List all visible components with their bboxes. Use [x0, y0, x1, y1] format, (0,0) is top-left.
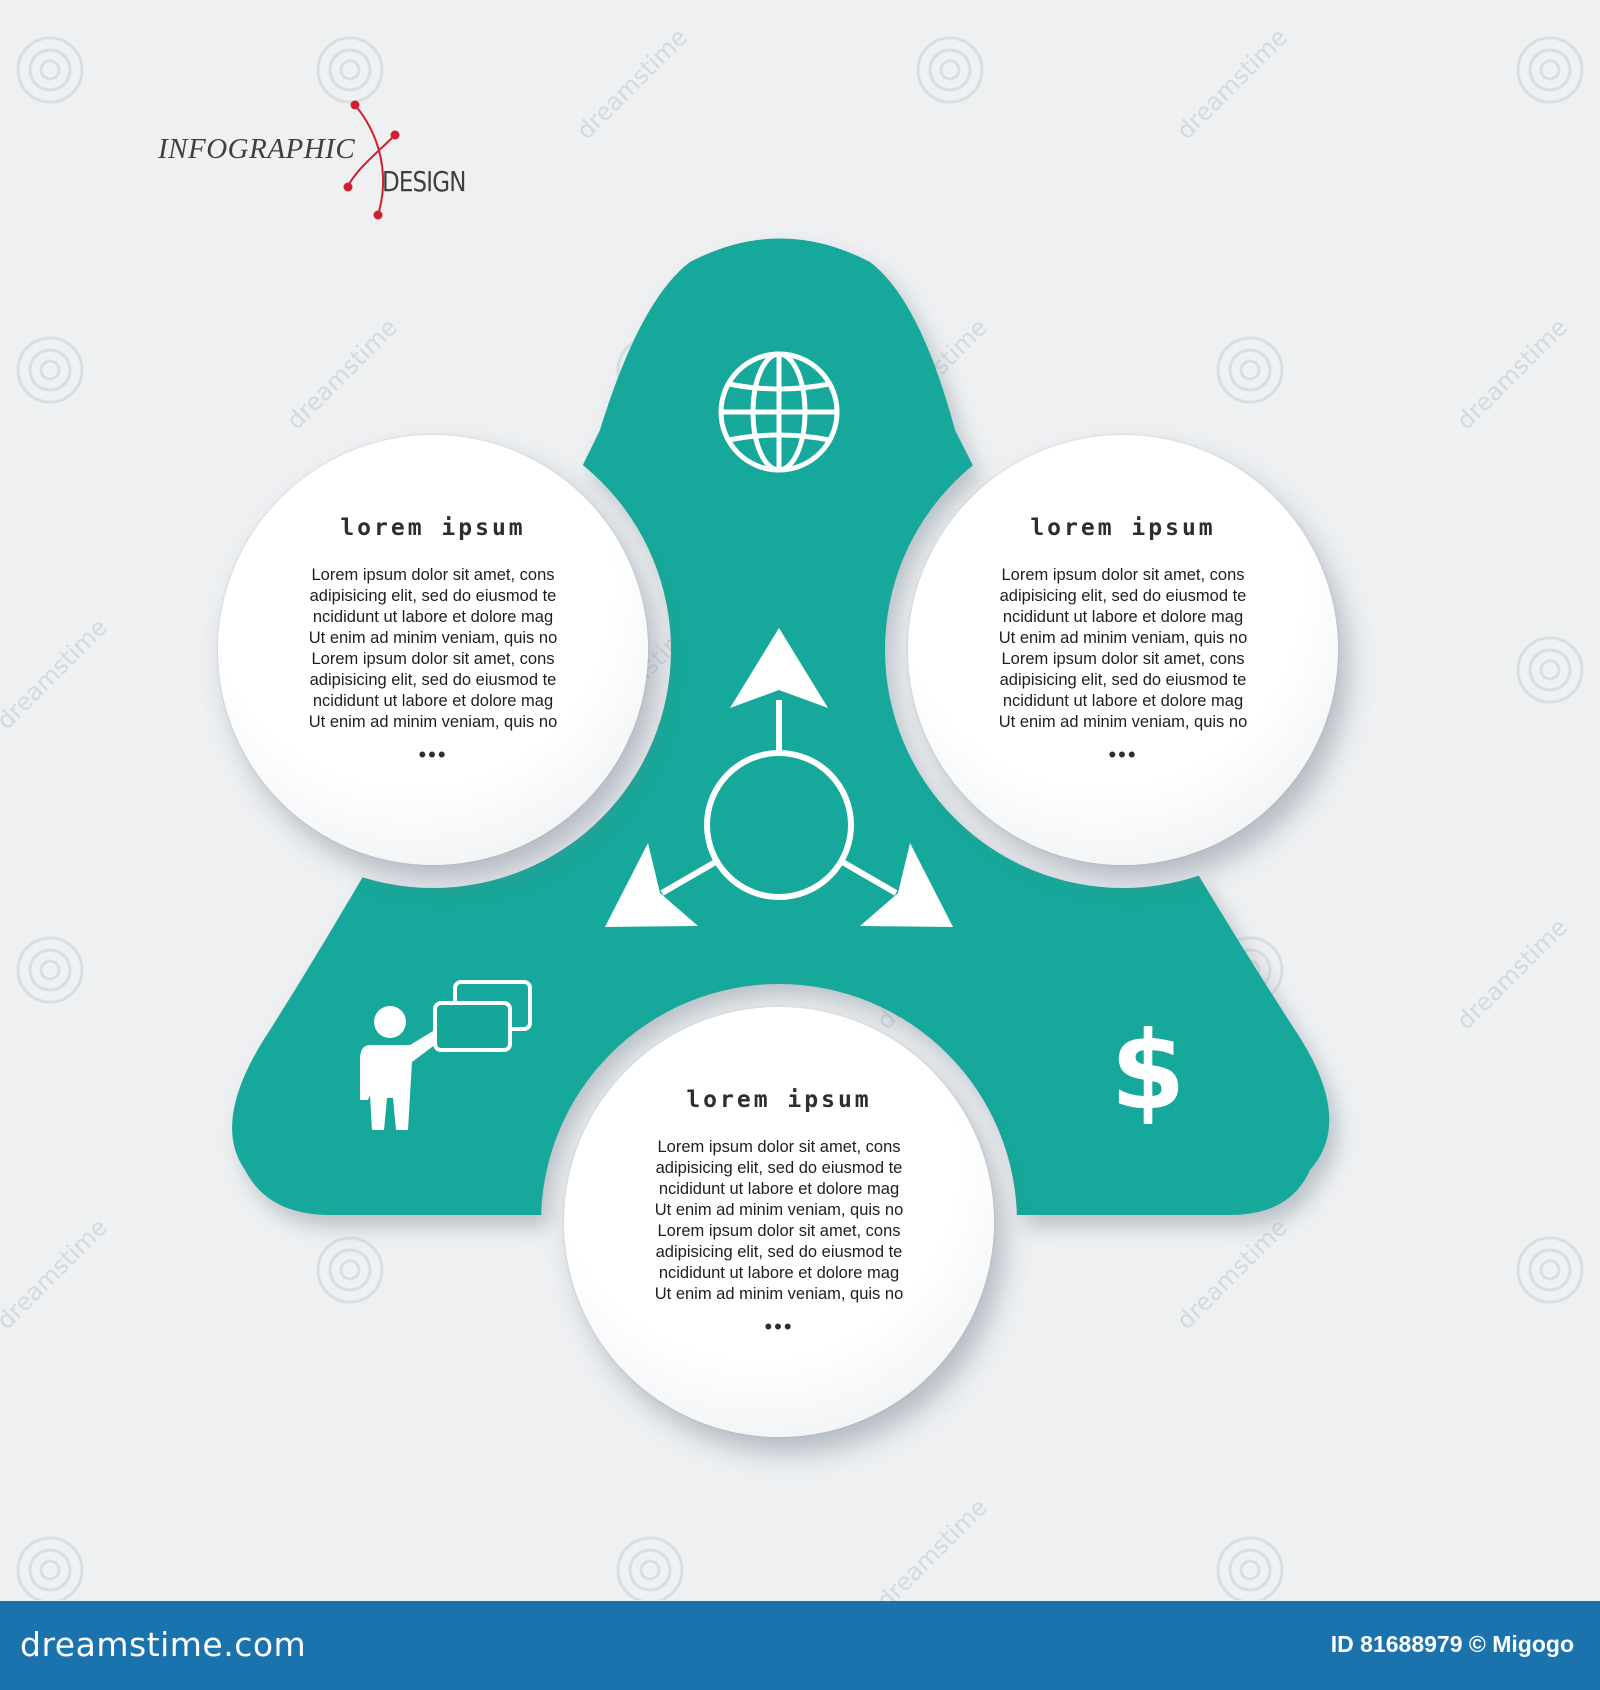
watermark-spiral-icon	[1516, 636, 1584, 704]
watermark-spiral-icon	[616, 1536, 684, 1600]
watermark-spiral-icon	[16, 336, 84, 404]
circle-body-text: Lorem ipsum dolor sit amet, cons adipisi…	[998, 566, 1248, 731]
watermark-spiral-icon	[1216, 336, 1284, 404]
logo-word-infographic: INFOGRAPHIC	[158, 133, 356, 165]
more-dots-icon[interactable]: •••	[1108, 742, 1138, 767]
footer-image-id: ID 81688979 © Migogo	[1330, 1631, 1574, 1657]
circle-body-text: Lorem ipsum dolor sit amet, cons adipisi…	[308, 566, 558, 731]
circle-body-text: Lorem ipsum dolor sit amet, cons adipisi…	[654, 1138, 904, 1303]
watermark-spiral-icon	[916, 36, 984, 104]
watermark-spiral-icon	[316, 1236, 384, 1304]
three-way-arrows-icon	[660, 700, 898, 900]
teal-triangle-shape: $	[232, 238, 1330, 1215]
watermark-spiral-icon	[1216, 1536, 1284, 1600]
logo-mark-icon	[343, 100, 400, 220]
watermark-spiral-icon	[16, 936, 84, 1004]
info-circle-right: lorem ipsum Lorem ipsum dolor sit amet, …	[908, 435, 1338, 865]
footer-bar: dreamstime.com ID 81688979 © Migogo	[0, 1601, 1600, 1690]
globe-icon	[718, 351, 840, 473]
watermark-spiral-icon	[16, 36, 84, 104]
circle-title: lorem ipsum	[340, 515, 526, 541]
circle-title: lorem ipsum	[1030, 515, 1216, 541]
footer-brand-link[interactable]: dreamstime.com	[20, 1625, 307, 1664]
presenter-board-icon	[360, 980, 532, 1130]
watermark-spiral-icon	[1516, 36, 1584, 104]
arrowheads	[605, 628, 953, 927]
circle-title: lorem ipsum	[686, 1087, 872, 1113]
dollar-icon: $	[1110, 1009, 1185, 1134]
watermark-spiral-icon	[1516, 1236, 1584, 1304]
more-dots-icon[interactable]: •••	[764, 1314, 794, 1339]
info-circle-bottom: lorem ipsum Lorem ipsum dolor sit amet, …	[564, 1007, 994, 1437]
infographic-design-logo: INFOGRAPHIC DESIGN	[150, 95, 490, 225]
more-dots-icon[interactable]: •••	[418, 742, 448, 767]
info-circle-left: lorem ipsum Lorem ipsum dolor sit amet, …	[218, 435, 648, 865]
watermark-spiral-icon	[16, 1536, 84, 1600]
logo-word-design: DESIGN	[382, 165, 466, 198]
watermark-spiral-icon	[316, 36, 384, 104]
